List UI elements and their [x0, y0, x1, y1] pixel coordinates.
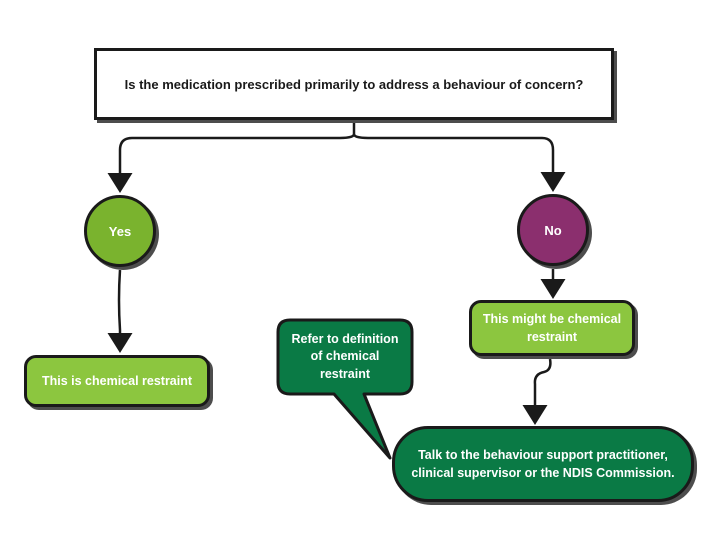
question-text: Is the medication prescribed primarily t… [124, 76, 584, 92]
chemical-restraint-label: This is chemical restraint [41, 373, 193, 388]
chemical-restraint-box: This is chemical restraint [24, 355, 210, 407]
talk-to-practitioner-box: Talk to the behaviour support practition… [392, 426, 694, 502]
no-label: No [544, 222, 562, 238]
might-be-label: This might be chemical restraint [482, 311, 622, 344]
refer-label: Refer to definition of chemical restrain… [291, 331, 399, 381]
yes-label: Yes [108, 223, 132, 239]
question-box: Is the medication prescribed primarily t… [94, 48, 614, 120]
might-be-chemical-restraint-box: This might be chemical restraint [469, 300, 635, 356]
refer-callout: Refer to definition of chemical restrain… [278, 322, 412, 392]
no-node: No [517, 194, 589, 266]
talk-to-label: Talk to the behaviour support practition… [411, 447, 675, 480]
yes-node: Yes [84, 195, 156, 267]
